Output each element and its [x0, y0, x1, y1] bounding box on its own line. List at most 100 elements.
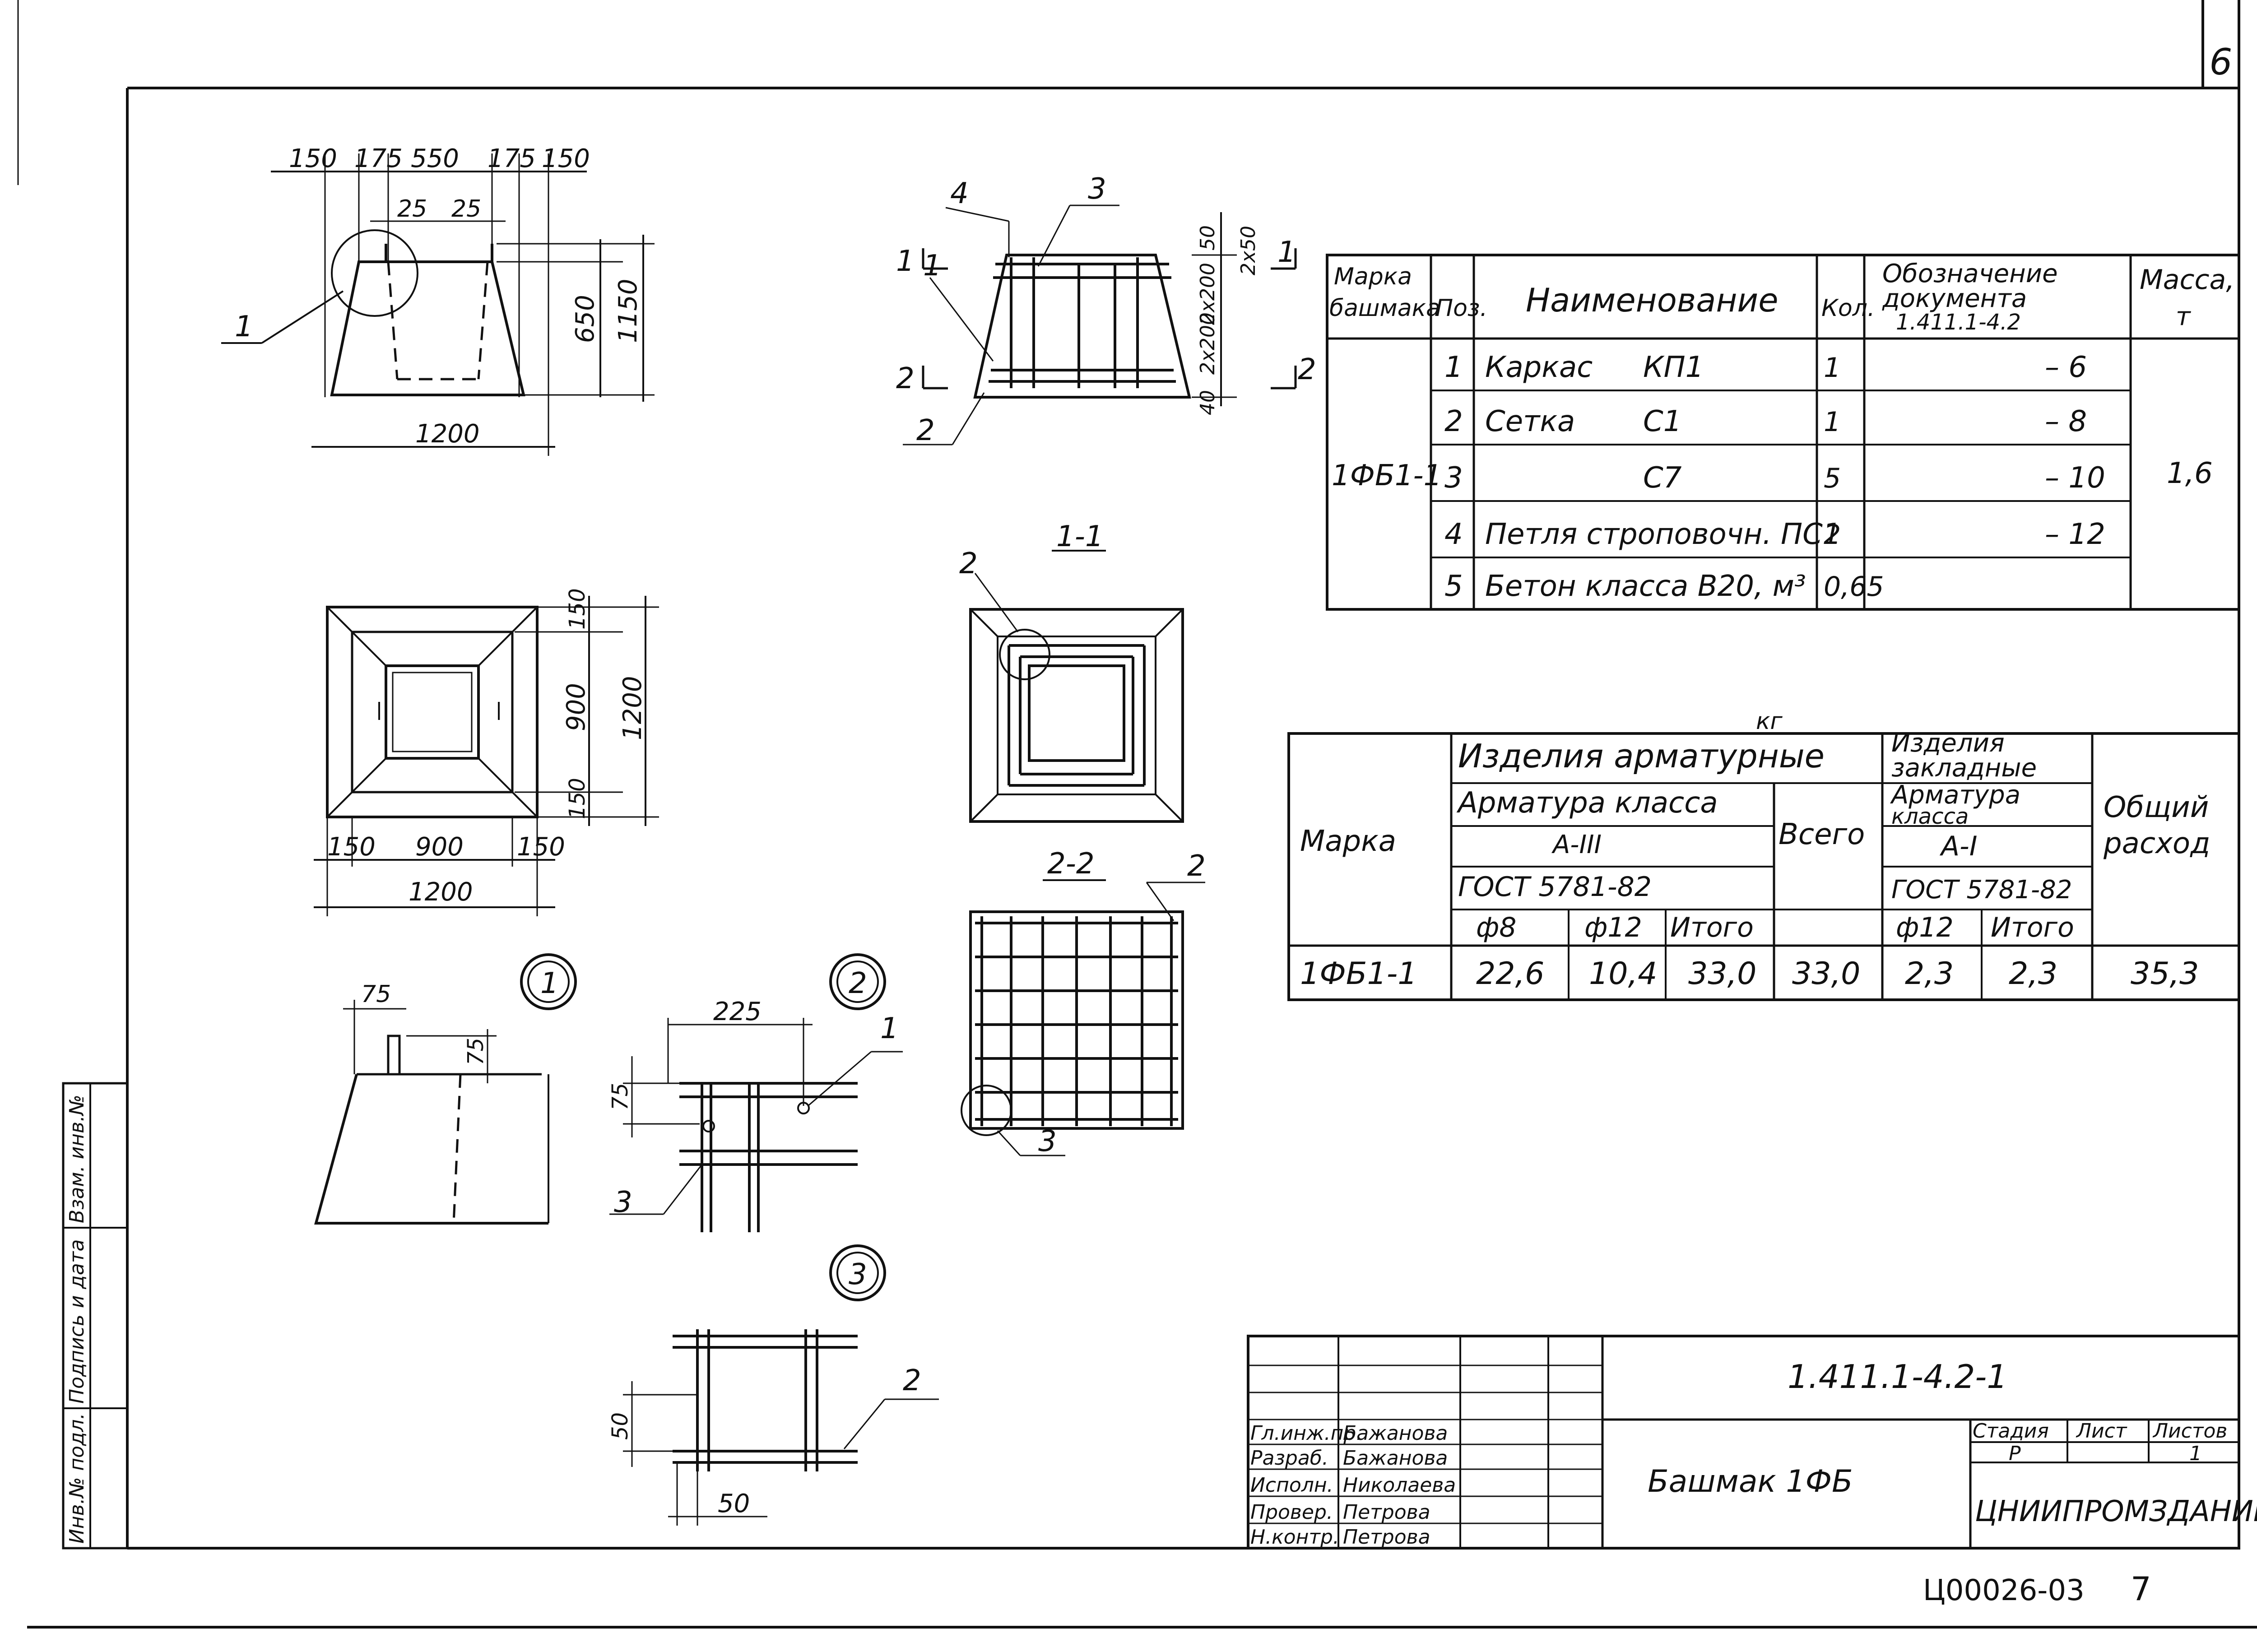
- steel-h-rebar-gost: ГОСТ 5781-82: [1458, 871, 1652, 903]
- tb-role: Н.контр.: [1250, 1526, 1339, 1549]
- elev-dim-150a: 150: [289, 144, 337, 173]
- plan-view: 150 900 150 1200 150 900 150 1200: [314, 588, 659, 916]
- spec-row-qty: 1: [1824, 352, 1841, 384]
- tb-role: Разраб.: [1250, 1447, 1328, 1470]
- elev-dim-650: 650: [571, 295, 600, 343]
- reinf-dim-2x200a: 2x200: [1196, 263, 1219, 325]
- node-3-label: 3: [849, 1258, 867, 1291]
- spec-h-doc-2: документа: [1882, 284, 2027, 313]
- section-1-1: 1-1 2: [959, 520, 1184, 823]
- spec-row-name: Бетон класса В20, м³: [1485, 570, 1806, 603]
- tb-sheets: 1: [2189, 1442, 2202, 1465]
- steel-table-text: Марка Изделия арматурные Арматура класса…: [1300, 729, 2210, 992]
- tb-role: Гл.инж.пр.: [1250, 1422, 1362, 1445]
- tb-stage-h: Стадия: [1973, 1420, 2049, 1443]
- tb-person: Бажанова: [1343, 1422, 1448, 1445]
- tb-org: ЦНИИПРОМЗДАНИЙ: [1975, 1494, 2257, 1528]
- steel-row-e12: 2,3: [1905, 956, 1954, 992]
- spec-row-qty: 2: [1824, 519, 1841, 551]
- elevation-callout: 1: [235, 310, 253, 343]
- spec-row-qty: 1: [1824, 406, 1841, 438]
- reinf-cut-2a: 2: [896, 362, 915, 395]
- spec-row-doc: – 10: [2045, 461, 2105, 495]
- section-2-2-pos-2: 2: [1187, 849, 1206, 883]
- node-1-dim-75b: 75: [463, 1038, 488, 1065]
- footer-page: 7: [2131, 1570, 2151, 1608]
- reinf-cut-1a: 1: [896, 245, 915, 278]
- page-number: 6: [2210, 41, 2233, 83]
- section-1-1-pos: 2: [959, 547, 978, 580]
- reinf-pos-1: 1: [923, 249, 942, 283]
- reinf-cut-2b: 2: [1298, 353, 1316, 386]
- steel-unit: кг: [1756, 708, 1783, 735]
- stamp-sign-label: Подпись и дата: [65, 1239, 88, 1404]
- section-2-2: 2-2 2 3: [961, 847, 1206, 1158]
- node-1-label: 1: [540, 967, 559, 1000]
- node-2-dim-75: 75: [608, 1083, 633, 1110]
- reinf-pos-2: 2: [916, 414, 935, 447]
- node-2-pos-1: 1: [880, 1012, 899, 1045]
- title-block: [1247, 1335, 2240, 1550]
- tb-name: Башмак 1ФБ: [1648, 1464, 1853, 1499]
- plan-dim-150a: 150: [327, 832, 376, 862]
- steel-h-rebar-grade: А-III: [1551, 830, 1602, 859]
- tb-sheets-h: Листов: [2152, 1420, 2227, 1443]
- reinf-dim-40: 40: [1196, 390, 1219, 415]
- tb-person: Николаева: [1343, 1474, 1456, 1497]
- spec-row-pos: 2: [1444, 405, 1463, 438]
- steel-h-overall-2: расход: [2103, 827, 2210, 860]
- spec-row-code: С7: [1643, 461, 1682, 495]
- footer-code: Ц00026-03: [1923, 1574, 2085, 1607]
- elev-dim-25a: 25: [397, 195, 427, 223]
- tb-person: Бажанова: [1343, 1447, 1448, 1470]
- node-2: 2 225 75 1 3: [608, 953, 903, 1232]
- steel-h-mark: Марка: [1300, 825, 1396, 858]
- steel-row-d12: 10,4: [1589, 956, 1657, 992]
- tb-person: Петрова: [1343, 1526, 1430, 1549]
- node-2-dim-225: 225: [713, 997, 762, 1026]
- spec-row-doc: – 6: [2045, 351, 2087, 384]
- elev-dim-175a: 175: [354, 144, 403, 173]
- spec-h-name: Наименование: [1526, 281, 1779, 319]
- elev-dim-25b: 25: [451, 195, 481, 223]
- spec-h-doc-3: 1.411.1-4.2: [1896, 310, 2021, 335]
- steel-row-overall: 35,3: [2131, 956, 2199, 992]
- reinf-pos-3: 3: [1088, 172, 1106, 206]
- node-3-dim-50a: 50: [608, 1412, 633, 1440]
- spec-row-doc: – 8: [2045, 405, 2087, 438]
- node-3-dim-50b: 50: [718, 1489, 750, 1518]
- steel-row-total: 33,0: [1792, 956, 1860, 992]
- steel-table: [1287, 732, 2240, 1001]
- reinf-cut-1b: 1: [1277, 236, 1296, 269]
- steel-h-rebar: Изделия арматурные: [1458, 737, 1825, 775]
- elev-dim-175b: 175: [488, 144, 536, 173]
- node-1: 1 75 75: [314, 953, 577, 1225]
- reinf-pos-4: 4: [950, 177, 969, 210]
- node-1-dim-75a: 75: [361, 981, 391, 1008]
- spec-row-name: Сетка: [1485, 405, 1575, 438]
- tb-person: Петрова: [1343, 1501, 1430, 1524]
- tb-sheet-h: Лист: [2076, 1420, 2127, 1443]
- spec-row-pos: 5: [1444, 570, 1463, 603]
- elevation-view: 1 150 175 550 175 150 25 25 1200 650 115…: [221, 144, 655, 456]
- spec-row-pos: 1: [1444, 351, 1463, 384]
- steel-h-embed-gost: ГОСТ 5781-82: [1891, 875, 2072, 905]
- spec-h-mass-1: Масса,: [2140, 264, 2234, 296]
- elev-dim-550: 550: [411, 144, 459, 173]
- spec-table: [1326, 254, 2240, 611]
- steel-row-d8: 22,6: [1476, 956, 1544, 992]
- steel-h-embed-class-2: класса: [1891, 804, 1969, 829]
- spec-row-pos: 4: [1444, 518, 1463, 551]
- elev-dim-1200: 1200: [415, 419, 480, 449]
- tb-role: Провер.: [1250, 1501, 1333, 1524]
- left-stamp: Инв.№ подл. Подпись и дата Взам. инв.№: [62, 1082, 129, 1550]
- steel-h-rebar-class: Арматура класса: [1456, 786, 1718, 820]
- spec-h-mark-1: Марка: [1334, 263, 1412, 290]
- plan-dim-1200: 1200: [409, 877, 473, 907]
- tb-stage: Р: [2009, 1442, 2021, 1465]
- section-2-2-pos-3: 3: [1038, 1125, 1057, 1158]
- spec-row-code: КП1: [1643, 351, 1704, 384]
- steel-sub-e12: ф12: [1896, 912, 1954, 943]
- node-3: 3 50 50 2: [608, 1244, 939, 1526]
